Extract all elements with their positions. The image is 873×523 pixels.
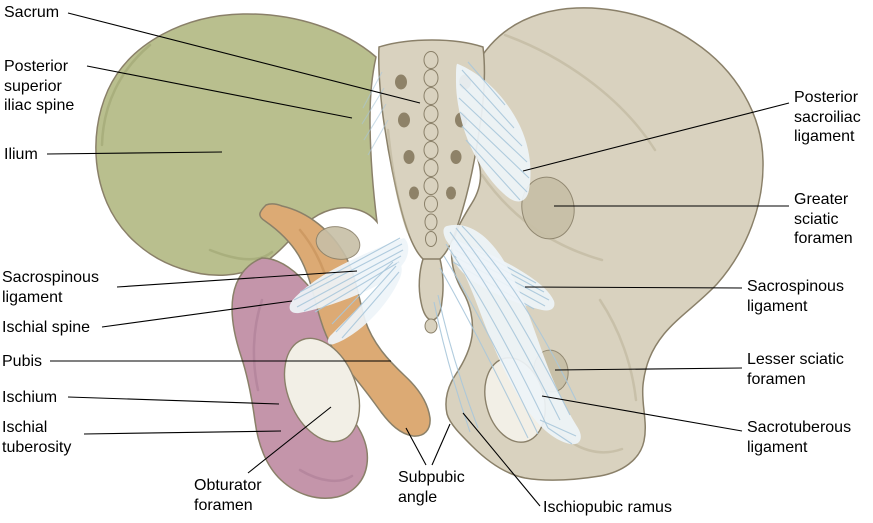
sacrum	[378, 39, 486, 334]
label-sacrospinous-ligament-right: Sacrospinous ligament	[747, 278, 844, 315]
sacrotuberous-ligament-right	[433, 224, 581, 445]
label-greater-sciatic-foramen: Greater sciatic foramen	[794, 191, 853, 248]
label-pubis: Pubis	[2, 353, 43, 370]
label-sacrospinous-ligament-left: Sacrospinous ligament	[2, 269, 99, 306]
sacrum-side-shading	[386, 128, 410, 234]
posterior-sacroiliac-ligament-right	[456, 61, 531, 202]
right-wing-shading	[503, 33, 657, 152]
leader-subpubic-angle-right	[431, 423, 451, 466]
right-ischium-shading	[598, 298, 638, 402]
left-obturator-foramen	[283, 337, 361, 443]
sacrotuberous-ligament-left	[327, 261, 402, 345]
leader-ischial-spine	[101, 300, 293, 328]
coccyx-tip	[424, 318, 438, 334]
leader-subpubic-angle-left	[405, 427, 427, 466]
label-ischiopubic-ramus: Ischiopubic ramus	[543, 499, 672, 516]
leader-psis	[86, 65, 353, 119]
label-ilium: Ilium	[4, 146, 38, 163]
label-lesser-sciatic-foramen: Lesser sciatic foramen	[747, 351, 844, 388]
label-posterior-superior-iliac-spine: Posterior superior iliac spine	[4, 58, 75, 115]
leader-obturator-foramen	[247, 406, 332, 474]
leader-lines	[46, 12, 790, 507]
left-greater-sciatic-notch	[315, 226, 361, 260]
leader-ilium	[46, 151, 223, 155]
left-wing-lower-shading	[208, 248, 274, 261]
leader-sacrospinous-right	[524, 286, 743, 289]
leader-posterior-sacroiliac	[522, 102, 790, 172]
leader-ischial-tuberosity	[83, 430, 282, 435]
left-sacroiliac-fibers	[361, 71, 389, 156]
label-posterior-sacroiliac-ligament: Posterior sacroiliac ligament	[794, 89, 861, 146]
label-sacrum: Sacrum	[4, 4, 60, 21]
leader-sacrospinous-left	[116, 270, 358, 288]
coccyx-shape	[418, 258, 444, 321]
label-ischial-spine: Ischial spine	[2, 319, 91, 336]
left-wing-shading	[100, 43, 152, 147]
label-subpubic-angle: Subpubic angle	[398, 469, 465, 506]
leader-sacrum	[67, 12, 421, 104]
label-ischium: Ischium	[2, 389, 58, 406]
leader-ischium	[67, 396, 280, 405]
leader-sacrotuberous	[541, 395, 743, 432]
leader-ischiopubic-ramus	[462, 412, 541, 507]
sacral-crest	[423, 51, 439, 247]
leader-lesser-sciatic	[554, 367, 743, 371]
left-ilium-shape	[95, 13, 379, 276]
greater-sciatic-foramen-opening	[521, 176, 575, 240]
label-obturator-foramen: Obturator foramen	[194, 477, 262, 514]
left-tuberosity-shading	[298, 468, 354, 483]
label-sacrotuberous-ligament: Sacrotuberous ligament	[747, 419, 852, 456]
left-ischium-shading	[252, 298, 264, 392]
label-ischial-tuberosity: Ischial tuberosity	[2, 419, 72, 456]
